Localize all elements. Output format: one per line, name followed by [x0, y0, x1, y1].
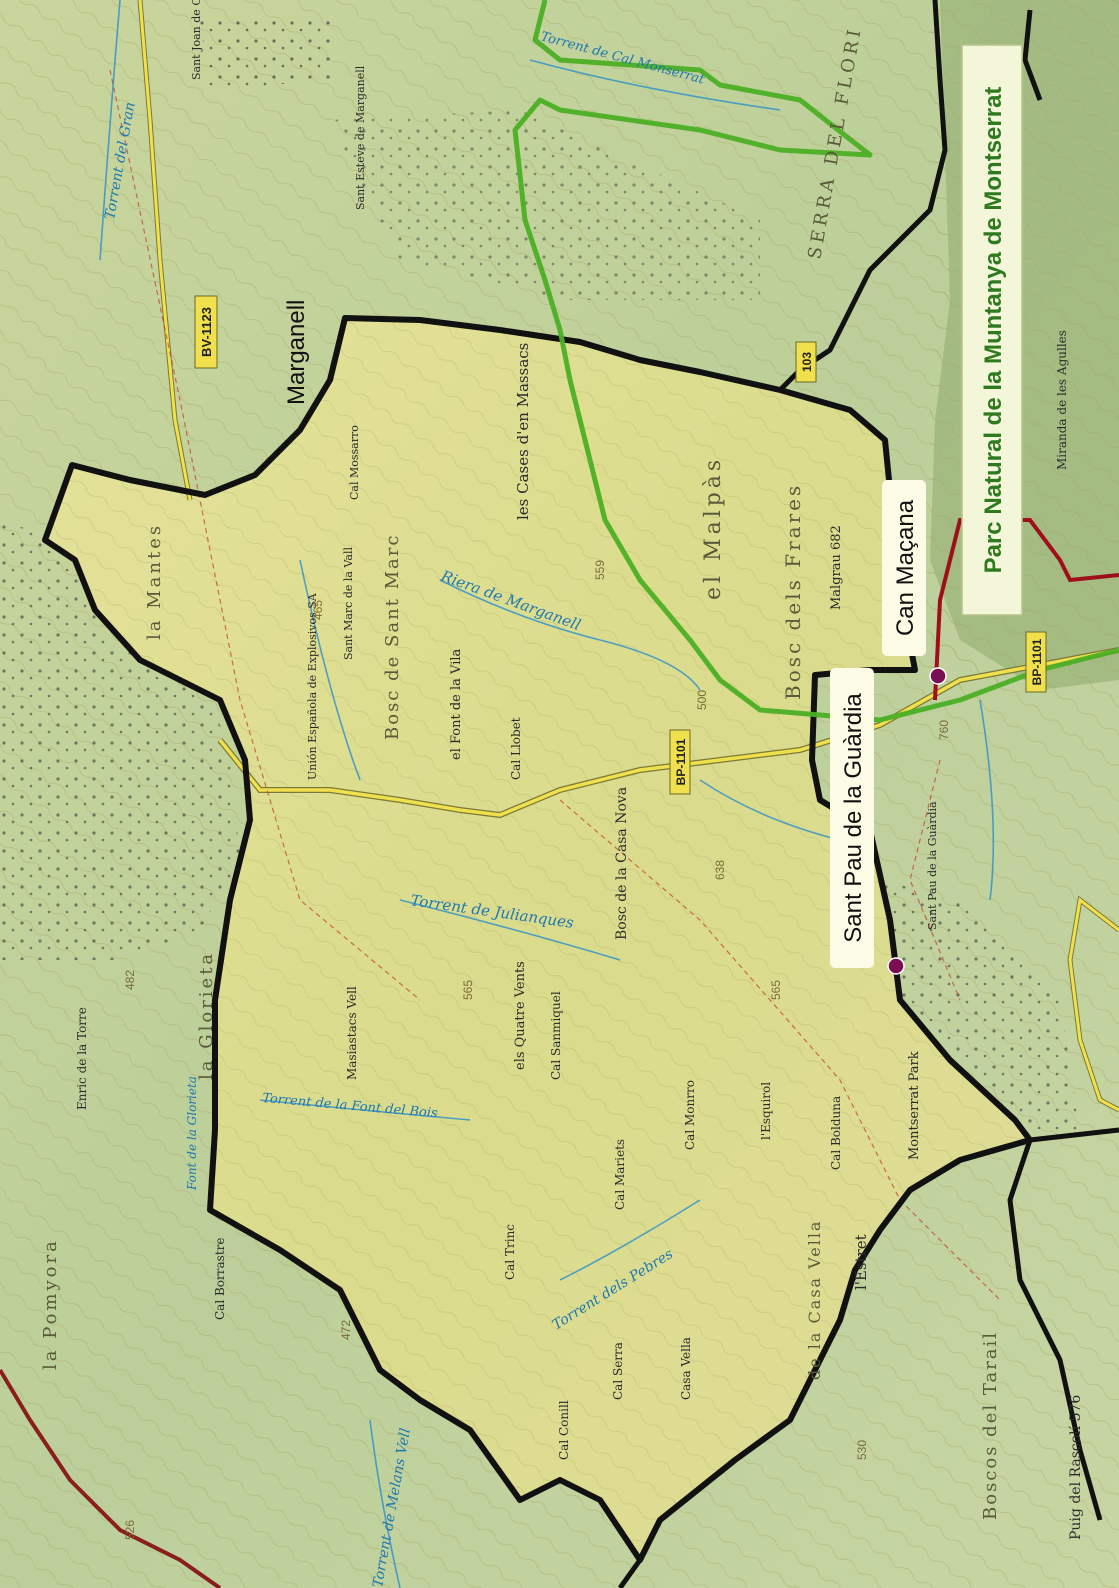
label-cal-mariets: Cal Mariets: [613, 1139, 627, 1210]
height-label: 530: [855, 1440, 869, 1460]
label-cal-monrro: Cal Monrro: [683, 1080, 697, 1150]
height-label: 638: [713, 860, 727, 880]
road-label-bp1101: BP-1101: [674, 738, 688, 785]
can-macana-marker[interactable]: [929, 667, 947, 685]
label-les-mantes: la Mantes: [144, 523, 165, 640]
label-bosc-sant-marc: Bosc de Sant Marc: [382, 534, 403, 740]
stream-network: [99, 0, 995, 1588]
height-label: 760: [937, 720, 951, 740]
label-sant-pau-small: Sant Pau de la Guàrdia: [926, 801, 939, 930]
label-cal-borrastre: Cal Borrastre: [213, 1238, 227, 1320]
height-label: 482: [123, 970, 137, 990]
road-shield-103: 103: [795, 341, 817, 383]
label-estret: l'Estret: [852, 1234, 870, 1290]
label-cal-conill: Cal Conill: [557, 1400, 571, 1460]
label-boscos-tarail: Boscos del Tarail: [980, 1331, 1001, 1520]
place-labels: Marganell les Cases d'en Massacs el Malp…: [40, 0, 1084, 1540]
park-callout: Parc Natural de la Muntanya de Montserra…: [961, 44, 1023, 616]
label-bosc-frares: Bosc dels Frares: [781, 483, 805, 700]
label-marganell: Marganell: [283, 300, 310, 405]
urban-area-marganell: [200, 20, 330, 90]
label-quatre-vents: els Quatre Vents: [513, 961, 528, 1070]
municipality-boundary: [42, 315, 1033, 1563]
park-boundary: [933, 518, 1119, 701]
urban-area-west: [0, 520, 240, 960]
label-malgrau: Malgrau 682: [829, 525, 844, 610]
trails: [109, 69, 1001, 1301]
label-cal-serra: Cal Serra: [611, 1342, 625, 1400]
label-cal-mossarro: Cal Mossarro: [348, 425, 361, 500]
can-macana-callout-text: Can Maçana: [892, 499, 919, 636]
road-shield-bv1123: BV-1123: [194, 295, 218, 369]
sant-pau-marker[interactable]: [887, 957, 905, 975]
label-cal-sanmiquel: Cal Sanmiquel: [549, 991, 563, 1080]
sant-pau-callout[interactable]: Sant Pau de la Guàrdia: [830, 668, 874, 968]
label-union-explosivos: Unión Española de Explosivos SA: [306, 592, 319, 780]
label-font-gloriata: Font de la Glorieta: [185, 1076, 199, 1191]
hiking-route: [512, 0, 1119, 723]
label-esquirol: l'Esquirol: [759, 1082, 773, 1140]
label-cases-massacs: les Cases d'en Massacs: [514, 343, 532, 520]
park-callout-text: Parc Natural de la Muntanya de Montserra…: [980, 87, 1007, 574]
urban-area-north: [330, 110, 760, 300]
road-label-bv1123: BV-1123: [199, 307, 214, 357]
label-cal-bolduna: Cal Bolduna: [829, 1096, 843, 1170]
can-macana-callout[interactable]: Can Maçana: [882, 480, 926, 656]
label-sant-marc-vall: Sant Marc de la Vall: [342, 547, 355, 660]
label-sant-esteve: Sant Esteve de Marganell: [354, 65, 367, 210]
height-label: 526: [123, 1520, 137, 1540]
label-sant-joan: Sant Joan de Castell: [190, 0, 203, 80]
sant-pau-callout-text: Sant Pau de la Guàrdia: [840, 693, 867, 943]
height-label: 472: [339, 1320, 353, 1340]
label-malpas: el Malpàs: [701, 456, 726, 600]
label-puig-rascol: Puig del Rascolí 576: [1068, 1395, 1084, 1540]
label-montserrat-park: Montserrat Park: [907, 1051, 922, 1160]
height-label: 500: [695, 690, 709, 710]
label-cal-trinc: Cal Trinc: [503, 1224, 517, 1280]
label-masiastacs: Masiastacs Vell: [345, 986, 359, 1080]
label-font-vila: el Font de la Vila: [449, 648, 464, 760]
park-contours: [930, 0, 1119, 690]
height-label: 565: [461, 980, 475, 1000]
municipality-contours: [45, 318, 1030, 1560]
height-label: 559: [593, 560, 607, 580]
label-cal-llobet: Cal Llobet: [509, 717, 523, 780]
road-shield-bp1101: BP-1101: [669, 729, 691, 795]
road-shield-bp1101-east: BP-1101: [1025, 631, 1047, 693]
label-enric-torre: Enric de la Torre: [75, 1007, 89, 1110]
label-bosc-casa-nova: Bosc de la Casa Nova: [614, 787, 630, 940]
road-label-bp1101-east: BP-1101: [1030, 638, 1044, 685]
label-la-gloriata: la Glorieta: [196, 951, 217, 1080]
label-miranda: Miranda de les Agulles: [1055, 330, 1069, 470]
height-label: 565: [769, 980, 783, 1000]
label-la-pomyora: la Pomyora: [40, 1238, 61, 1370]
label-casa-vella: de la Casa Vella: [805, 1220, 824, 1380]
spot-heights: 559 500 638 565 482 472 530 760 465 526 …: [123, 560, 951, 1540]
height-label: 465: [311, 600, 325, 620]
label-casa-vella-2: Casa Vella: [679, 1337, 693, 1400]
road-label-103: 103: [800, 352, 814, 372]
